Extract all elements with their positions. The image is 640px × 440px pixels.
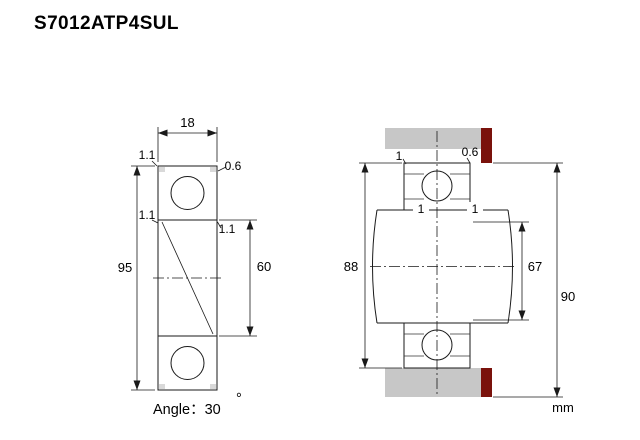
ball-bottom — [421, 329, 453, 361]
dim-label-width: 18 — [180, 115, 194, 130]
dim-label-88: 88 — [344, 259, 358, 274]
chamfer-label-outer-left: 1.1 — [139, 208, 156, 222]
dim-label-67: 67 — [528, 259, 542, 274]
dim-label-90: 90 — [561, 289, 575, 304]
housing-fillet-label: 1 — [396, 149, 403, 163]
dim-label-outer-diameter: 95 — [118, 260, 132, 275]
dimension-width: 18 — [157, 115, 218, 162]
chamfer-corner — [210, 384, 216, 389]
shaft-fillet-label-left: 1 — [418, 202, 425, 216]
dimension-housing-recess: 90 — [493, 162, 575, 398]
ball-top — [170, 176, 205, 210]
chamfer-label-inner: 1.1 — [219, 222, 236, 236]
dimension-shaft-abutment: 67 — [473, 221, 542, 321]
contact-angle-caption: Angle：30 — [153, 402, 221, 418]
spacer-seal-bottom — [481, 368, 492, 397]
chamfer-corner — [159, 384, 165, 389]
mounting-arrangement-view: 1 0.6 — [344, 128, 575, 415]
housing-chamfer-label: 0.6 — [462, 145, 479, 159]
page-title: S7012ATP4SUL — [34, 13, 179, 34]
ring-section-bottom — [157, 335, 218, 391]
chamfer-corner — [210, 167, 216, 172]
dimension-outer-diameter: 95 — [118, 165, 155, 391]
leader-line — [217, 166, 227, 172]
dimension-housing-abutment: 88 — [344, 162, 402, 369]
housing-block-bottom — [385, 368, 481, 397]
contact-angle-degree-symbol: ° — [236, 391, 242, 407]
spacer-seal-top — [481, 128, 492, 163]
units-label: mm — [552, 400, 574, 415]
leader-line — [466, 157, 471, 164]
ring-section-top — [157, 165, 218, 221]
dimension-bore: 60 — [219, 219, 271, 337]
chamfer-corner — [159, 167, 165, 172]
shaft-fillet-label-right: 1 — [472, 202, 479, 216]
label-backing — [413, 202, 429, 216]
leader-line — [217, 221, 222, 229]
label-backing — [467, 202, 483, 216]
chamfer-label-top-left: 1.1 — [139, 148, 156, 162]
bearing-cross-section-view: 18 95 60 1.1 0.6 1.1 — [118, 115, 271, 418]
dim-label-bore: 60 — [257, 259, 271, 274]
bearing-section-bottom — [403, 322, 471, 369]
housing-block-top — [385, 128, 481, 149]
leader-line — [151, 219, 159, 224]
chamfer-label-top-right: 0.6 — [225, 159, 242, 173]
ball-bottom — [170, 346, 205, 380]
leader-line — [151, 160, 158, 167]
contact-angle-line — [161, 221, 214, 335]
